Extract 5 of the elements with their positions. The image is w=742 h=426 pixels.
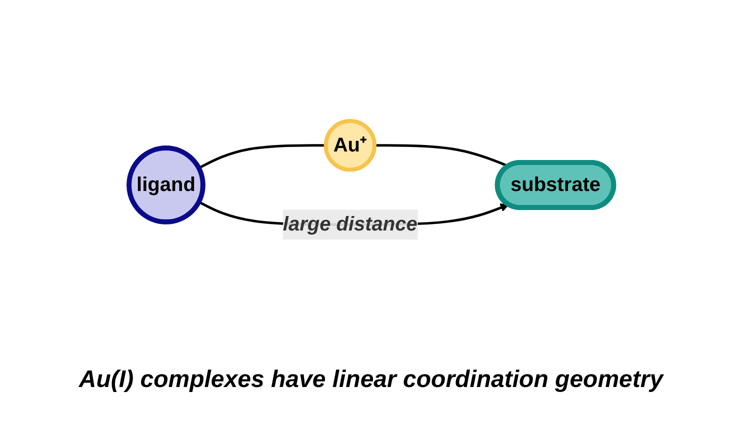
node-circle: Au⁺	[323, 118, 376, 172]
edge-label: large distance	[282, 213, 418, 236]
caption: Au(I) complexes have linear coordination geometry	[78, 366, 664, 394]
connector	[198, 144, 326, 169]
node-circle: ligand	[126, 145, 206, 224]
